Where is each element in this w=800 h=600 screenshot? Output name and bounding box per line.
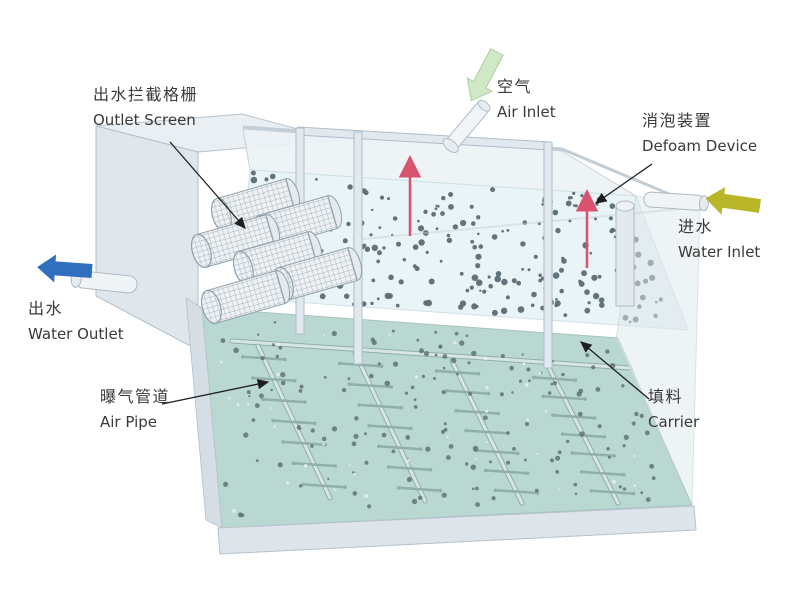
leader-defoam-device [594,163,653,204]
inlet-downcomer [615,200,635,307]
label-water-outlet-zh: 出水 [28,299,64,318]
label-defoam-device-zh: 消泡装置 [642,111,713,130]
air-inlet-pipe [442,99,491,153]
label-defoam-device: 消泡装置 Defoam Device [642,111,758,156]
leader-carrier [580,341,650,400]
label-air-inlet: 空气 Air Inlet [497,77,556,122]
water-inlet-arrow [703,184,762,220]
label-water-inlet-en: Water Inlet [678,243,761,262]
leader-arrows [161,141,653,405]
label-air-pipe-zh: 曝气管道 [100,387,171,406]
label-air-inlet-zh: 空气 [497,77,533,96]
label-carrier: 填料 Carrier [648,387,700,432]
label-air-pipe: 曝气管道 Air Pipe [100,387,171,432]
label-carrier-en: Carrier [648,413,700,432]
label-water-inlet: 进水 Water Inlet [678,217,761,262]
label-outlet-screen: 出水拦截格栅 Outlet Screen [93,85,199,130]
defoam-arrows [398,155,599,268]
leader-outlet-screen [169,141,246,229]
label-outlet-screen-zh: 出水拦截格栅 [93,85,199,104]
leader-air-pipe [161,379,270,405]
label-outlet-screen-en: Outlet Screen [93,111,196,130]
water-inlet-pipe [643,191,709,212]
label-water-inlet-zh: 进水 [678,217,714,236]
label-air-inlet-en: Air Inlet [497,103,556,122]
label-air-pipe-en: Air Pipe [100,413,157,432]
label-water-outlet: 出水 Water Outlet [28,299,124,344]
label-water-outlet-en: Water Outlet [28,325,124,344]
tank-base-front [217,505,697,555]
carrier-dots-floor [212,320,656,518]
label-carrier-zh: 填料 [648,387,684,406]
label-defoam-device-en: Defoam Device [642,137,758,156]
